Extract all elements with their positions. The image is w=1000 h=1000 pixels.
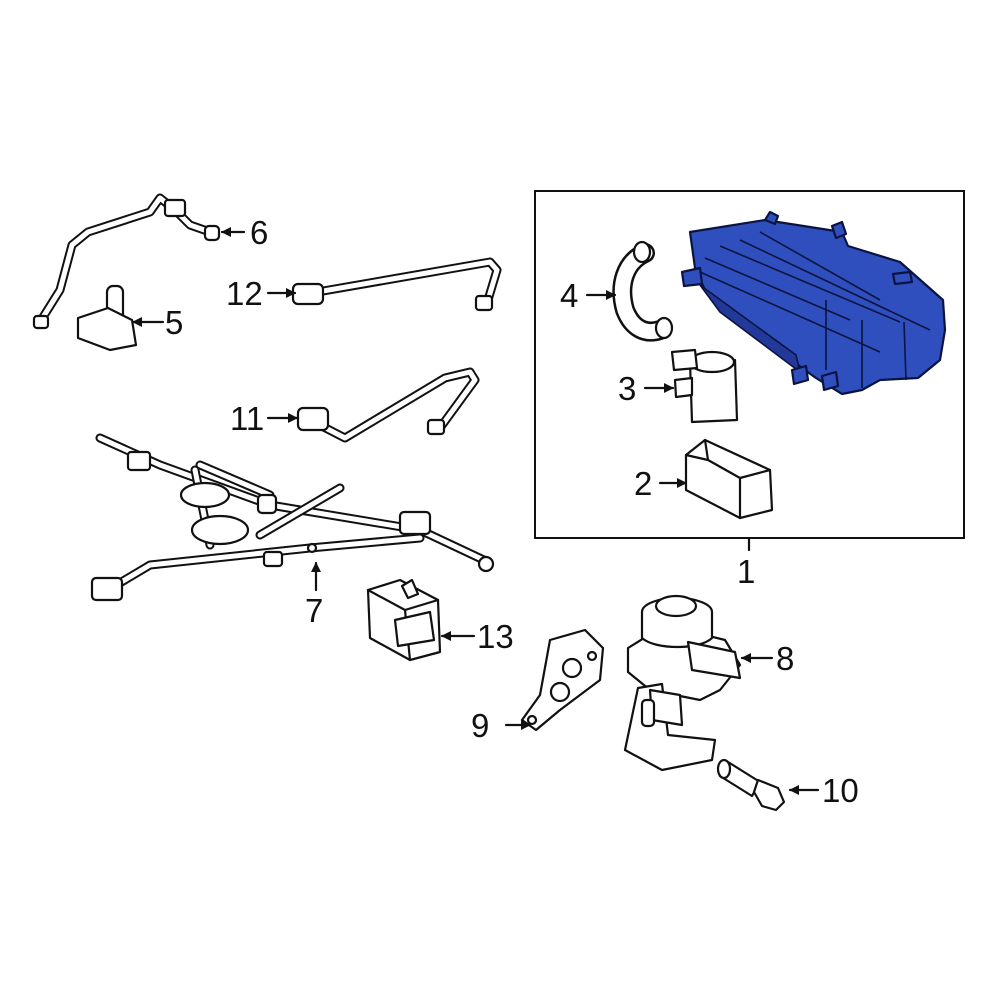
callout-4: 4 [560,277,578,314]
bolt-part-10[interactable] [716,758,786,812]
callout-9: 9 [471,707,489,744]
gasket-part-9[interactable] [520,628,605,732]
bracket-part-2[interactable] [684,438,774,520]
clip-part-5[interactable] [76,284,138,352]
callout-7: 7 [305,592,323,629]
callout-3: 3 [618,370,636,407]
callout-2: 2 [634,465,652,502]
callout-10: 10 [822,772,859,809]
callout-12: 12 [226,275,263,312]
vapor-tube-part-6[interactable] [32,193,221,330]
callout-8: 8 [776,640,794,677]
callout-5: 5 [165,304,183,341]
callout-11: 11 [230,400,264,437]
pressure-line-part-12[interactable] [291,257,502,312]
canister-part-1[interactable] [680,210,947,396]
callout-6: 6 [250,214,268,251]
sensor-module-part-13[interactable] [366,578,442,662]
wiring-harness-part-7[interactable] [90,433,495,602]
pressure-line-part-11[interactable] [296,367,480,443]
vent-valve-part-3[interactable] [670,348,739,424]
callout-13: 13 [477,618,514,655]
hose-part-4[interactable] [612,240,674,342]
egr-valve-part-8[interactable] [623,594,742,772]
callout-1: 1 [737,553,755,590]
